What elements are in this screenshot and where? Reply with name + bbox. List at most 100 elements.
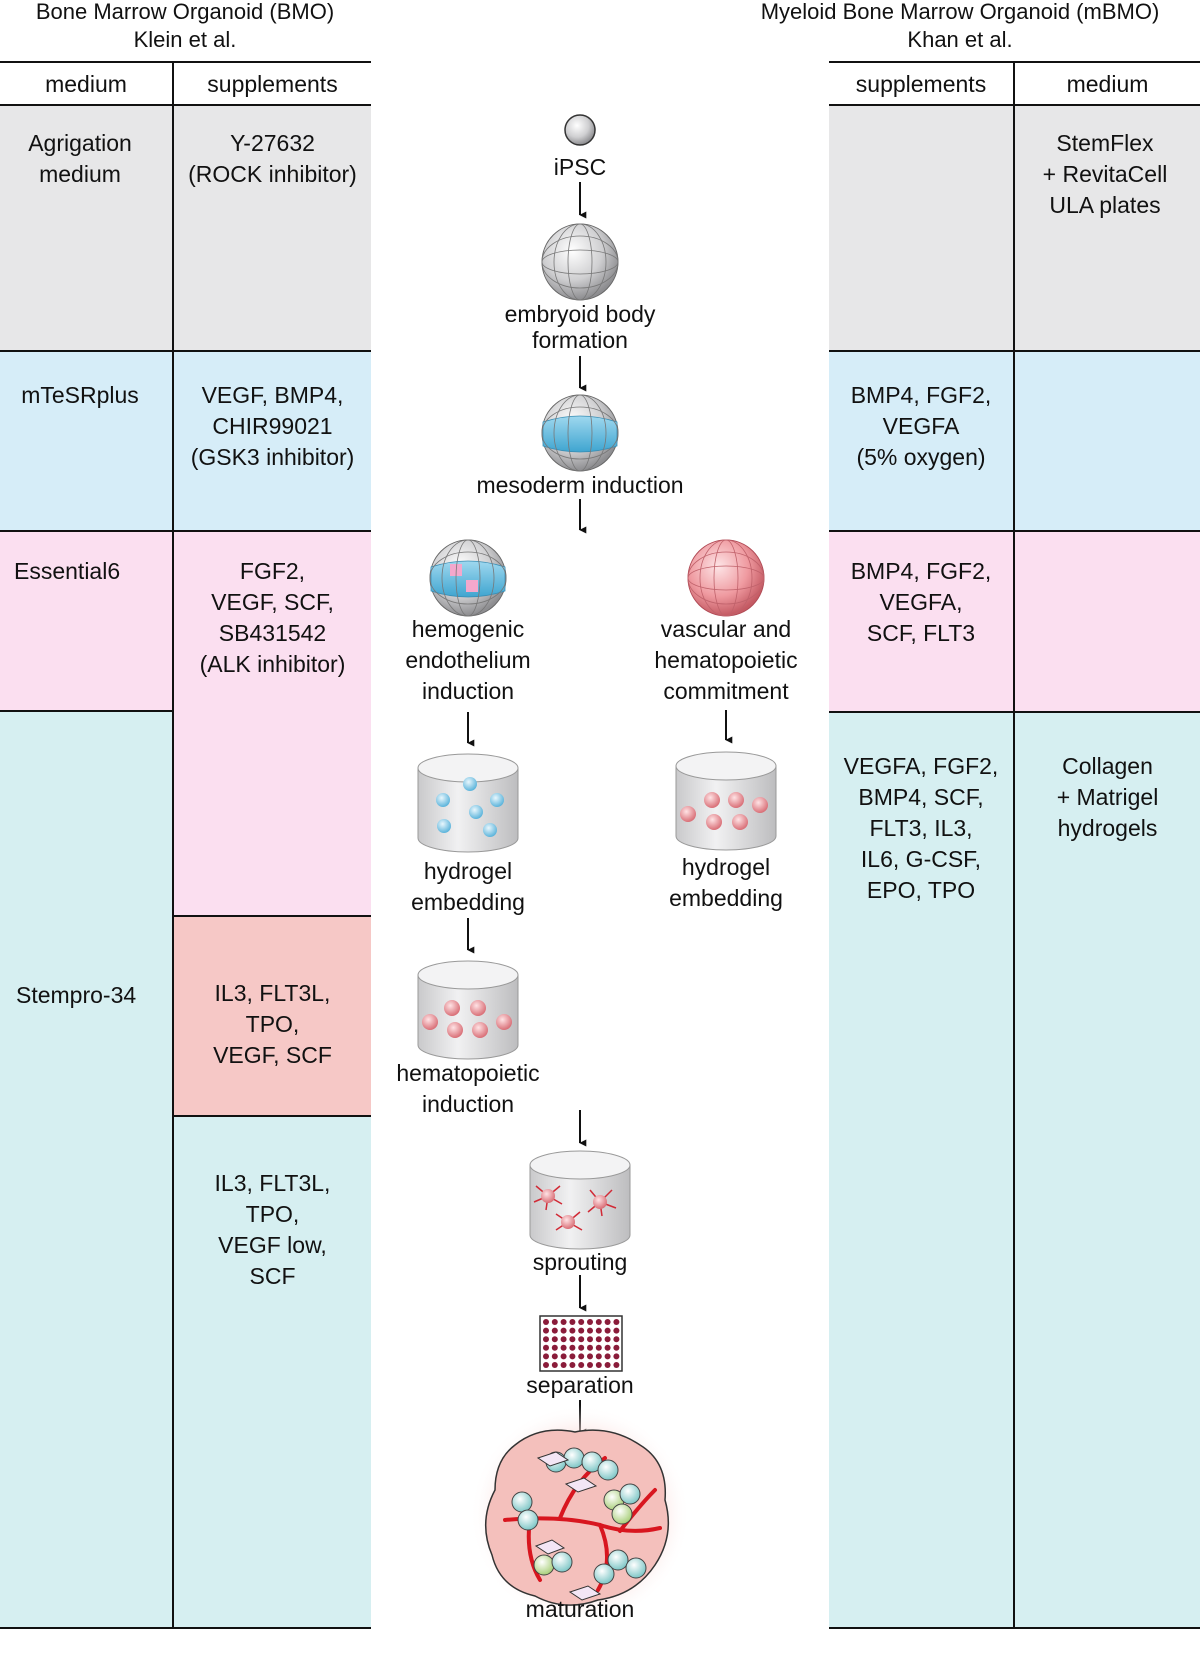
well-dot	[560, 1353, 567, 1360]
well-dot	[578, 1319, 585, 1325]
left-stage-4b-supplements: IL3, FLT3L, TPO, VEGF low, SCF	[214, 1170, 331, 1289]
left-row-rule	[173, 1115, 371, 1117]
right-stage-4-medium: Collagen + Matrigel hydrogels	[1056, 753, 1159, 841]
well-dot	[551, 1353, 558, 1360]
well-dot	[613, 1344, 620, 1351]
well-dot	[595, 1327, 602, 1334]
left-panel-authors: Klein et al.	[133, 27, 237, 52]
well-dot	[604, 1336, 611, 1343]
label-separation: separation	[526, 1372, 634, 1398]
well-dot	[560, 1344, 567, 1351]
well-plate-icon	[539, 1315, 623, 1372]
well-dot	[560, 1362, 567, 1368]
left-stage-1-bg	[0, 106, 371, 352]
well-dot	[551, 1327, 558, 1334]
left-row-rule	[173, 915, 371, 917]
left-bottom-rule	[0, 1627, 371, 1629]
well-dot	[578, 1344, 585, 1351]
left-stage-1-medium: Agrigation medium	[28, 130, 132, 187]
well-dot	[543, 1362, 549, 1368]
well-dot	[543, 1353, 549, 1360]
label-ipsc: iPSC	[553, 154, 607, 180]
well-dot	[569, 1327, 576, 1334]
left-header-rule	[0, 104, 371, 106]
well-dot	[613, 1327, 620, 1334]
well-dot	[604, 1362, 611, 1368]
well-dot	[604, 1327, 611, 1334]
left-stage-4b-supp-bg	[173, 1117, 371, 1629]
right-stage-4-supplements: VEGFA, FGF2, BMP4, SCF, FLT3, IL3, IL6, …	[843, 753, 999, 903]
left-stage-3-medium: Essential6	[14, 558, 121, 584]
well-dot	[551, 1362, 558, 1368]
left-stage-3-bg	[0, 532, 371, 711]
left-panel-title: Bone Marrow Organoid (BMO)	[35, 0, 335, 24]
left-top-rule	[0, 61, 371, 63]
well-dot	[595, 1336, 602, 1343]
left-row-rule	[0, 710, 173, 712]
ipsc-cell-icon	[564, 114, 596, 146]
well-dot	[604, 1319, 611, 1325]
well-dot	[604, 1344, 611, 1351]
left-row-rule	[0, 350, 371, 352]
hydrogel-cylinder-blue-icon	[417, 753, 519, 853]
well-dot	[587, 1336, 593, 1343]
label-hydrogel-embedding-right: hydrogel embedding	[669, 854, 783, 911]
label-embryoid-body: embryoid body formation	[504, 301, 656, 353]
well-dot	[578, 1336, 585, 1343]
well-dot	[613, 1319, 620, 1325]
label-sprouting: sprouting	[532, 1249, 628, 1275]
left-stage-3-supp-bg	[173, 711, 371, 917]
well-dot	[587, 1319, 593, 1325]
well-dot	[569, 1319, 576, 1325]
right-stage-2-supplements: BMP4, FGF2, VEGFA (5% oxygen)	[850, 382, 992, 470]
well-dot	[587, 1353, 593, 1360]
well-dot	[551, 1319, 558, 1325]
well-dot	[543, 1344, 549, 1351]
well-dot	[560, 1327, 567, 1334]
left-stage-4a-supp-bg	[173, 917, 371, 1117]
left-stage-2-supplements: VEGF, BMP4, CHIR99021 (GSK3 inhibitor)	[190, 382, 355, 470]
right-col-supplements-header: supplements	[855, 71, 987, 97]
hemogenic-sphere-icon	[429, 539, 507, 617]
mesoderm-sphere-icon	[541, 394, 619, 472]
sprouting-cylinder-icon	[529, 1150, 631, 1250]
well-dot	[613, 1353, 620, 1360]
well-dot	[587, 1344, 593, 1351]
right-panel-authors: Khan et al.	[907, 27, 1013, 52]
left-stage-3-supplements: FGF2, VEGF, SCF, SB431542 (ALK inhibitor…	[199, 558, 346, 677]
well-dot	[569, 1336, 576, 1343]
label-hematopoietic-induction: hematopoietic induction	[396, 1060, 540, 1117]
well-dot	[569, 1344, 576, 1351]
well-dot	[578, 1362, 585, 1368]
well-dot	[543, 1319, 549, 1325]
right-stage-1-medium: StemFlex + RevitaCell ULA plates	[1042, 130, 1168, 218]
well-dot	[551, 1336, 558, 1343]
hematopoietic-cylinder-icon	[417, 960, 519, 1060]
label-hemogenic-induction: hemogenic endothelium induction	[405, 616, 531, 704]
right-col-medium-header: medium	[1066, 71, 1149, 97]
well-dot	[595, 1353, 602, 1360]
well-dot	[613, 1336, 620, 1343]
well-dot	[560, 1319, 567, 1325]
well-dot	[543, 1336, 549, 1343]
left-column-divider	[172, 61, 174, 1629]
hydrogel-cylinder-red-icon	[675, 751, 777, 851]
well-dot	[595, 1319, 602, 1325]
right-column-divider	[1013, 61, 1015, 1629]
label-hydrogel-embedding-left: hydrogel embedding	[411, 858, 525, 915]
left-stage-2-bg	[0, 352, 371, 532]
label-maturation: maturation	[525, 1596, 635, 1622]
well-dot	[587, 1362, 593, 1368]
maturation-organoid-icon	[470, 1405, 690, 1625]
label-vascular-commitment: vascular and hematopoietic commitment	[654, 616, 798, 704]
left-stage-4-medium: Stempro-34	[16, 982, 137, 1008]
label-mesoderm-induction: mesoderm induction	[476, 472, 684, 498]
embryoid-body-icon	[541, 223, 619, 301]
left-stage-2-medium: mTeSRplus	[21, 382, 139, 408]
left-row-rule	[0, 530, 371, 532]
vascular-sphere-icon	[687, 539, 765, 617]
well-dot	[578, 1353, 585, 1360]
right-stage-3-supplements: BMP4, FGF2, VEGFA, SCF, FLT3	[850, 558, 992, 646]
right-panel-title: Myeloid Bone Marrow Organoid (mBMO)	[760, 0, 1160, 24]
